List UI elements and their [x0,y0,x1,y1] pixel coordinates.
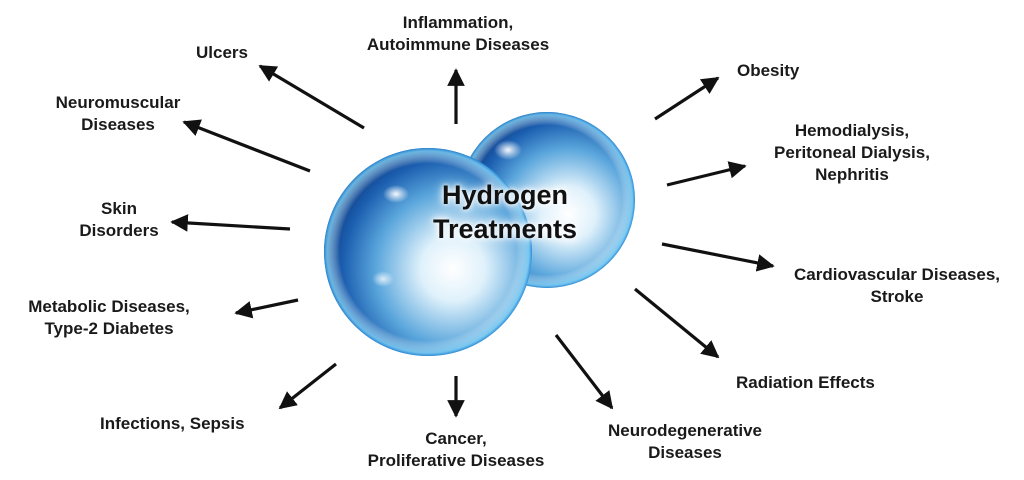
label-radiation: Radiation Effects [736,373,875,392]
left-sphere [324,148,532,356]
label-obesity: Obesity [737,61,800,80]
arrow-infections [278,362,337,410]
label-inflammation: Inflammation, Autoimmune Diseases [366,13,550,54]
label-infections: Infections, Sepsis [100,414,245,433]
arrow-skin [170,214,291,232]
label-skin: Skin Disorders [79,199,159,240]
arrow-metabolic [234,298,299,319]
label-cardiovascular: Cardiovascular Diseases, Stroke [793,265,1000,306]
label-hemodialysis: Hemodialysis, Peritoneal Dialysis, Nephr… [774,121,930,184]
center-title: Hydrogen Treatments [380,178,630,246]
arrow-radiation [633,287,720,359]
label-ulcers: Ulcers [196,43,248,62]
arrow-neurodegenerative [554,334,614,410]
label-metabolic: Metabolic Diseases, Type-2 Diabetes [28,297,190,338]
label-neurodegenerative: Neurodegenerative Diseases [608,421,762,462]
arrow-obesity [654,76,720,121]
label-cancer: Cancer, Proliferative Diseases [367,429,545,470]
label-neuromuscular: Neuromuscular Diseases [55,93,181,134]
center-title-line1: Hydrogen [441,180,568,210]
center-title-line2: Treatments [432,214,578,244]
arrow-hemodialysis [666,161,747,187]
arrow-ulcers [258,64,365,130]
arrow-cardiovascular [661,242,775,272]
arrow-neuromuscular [182,119,311,173]
